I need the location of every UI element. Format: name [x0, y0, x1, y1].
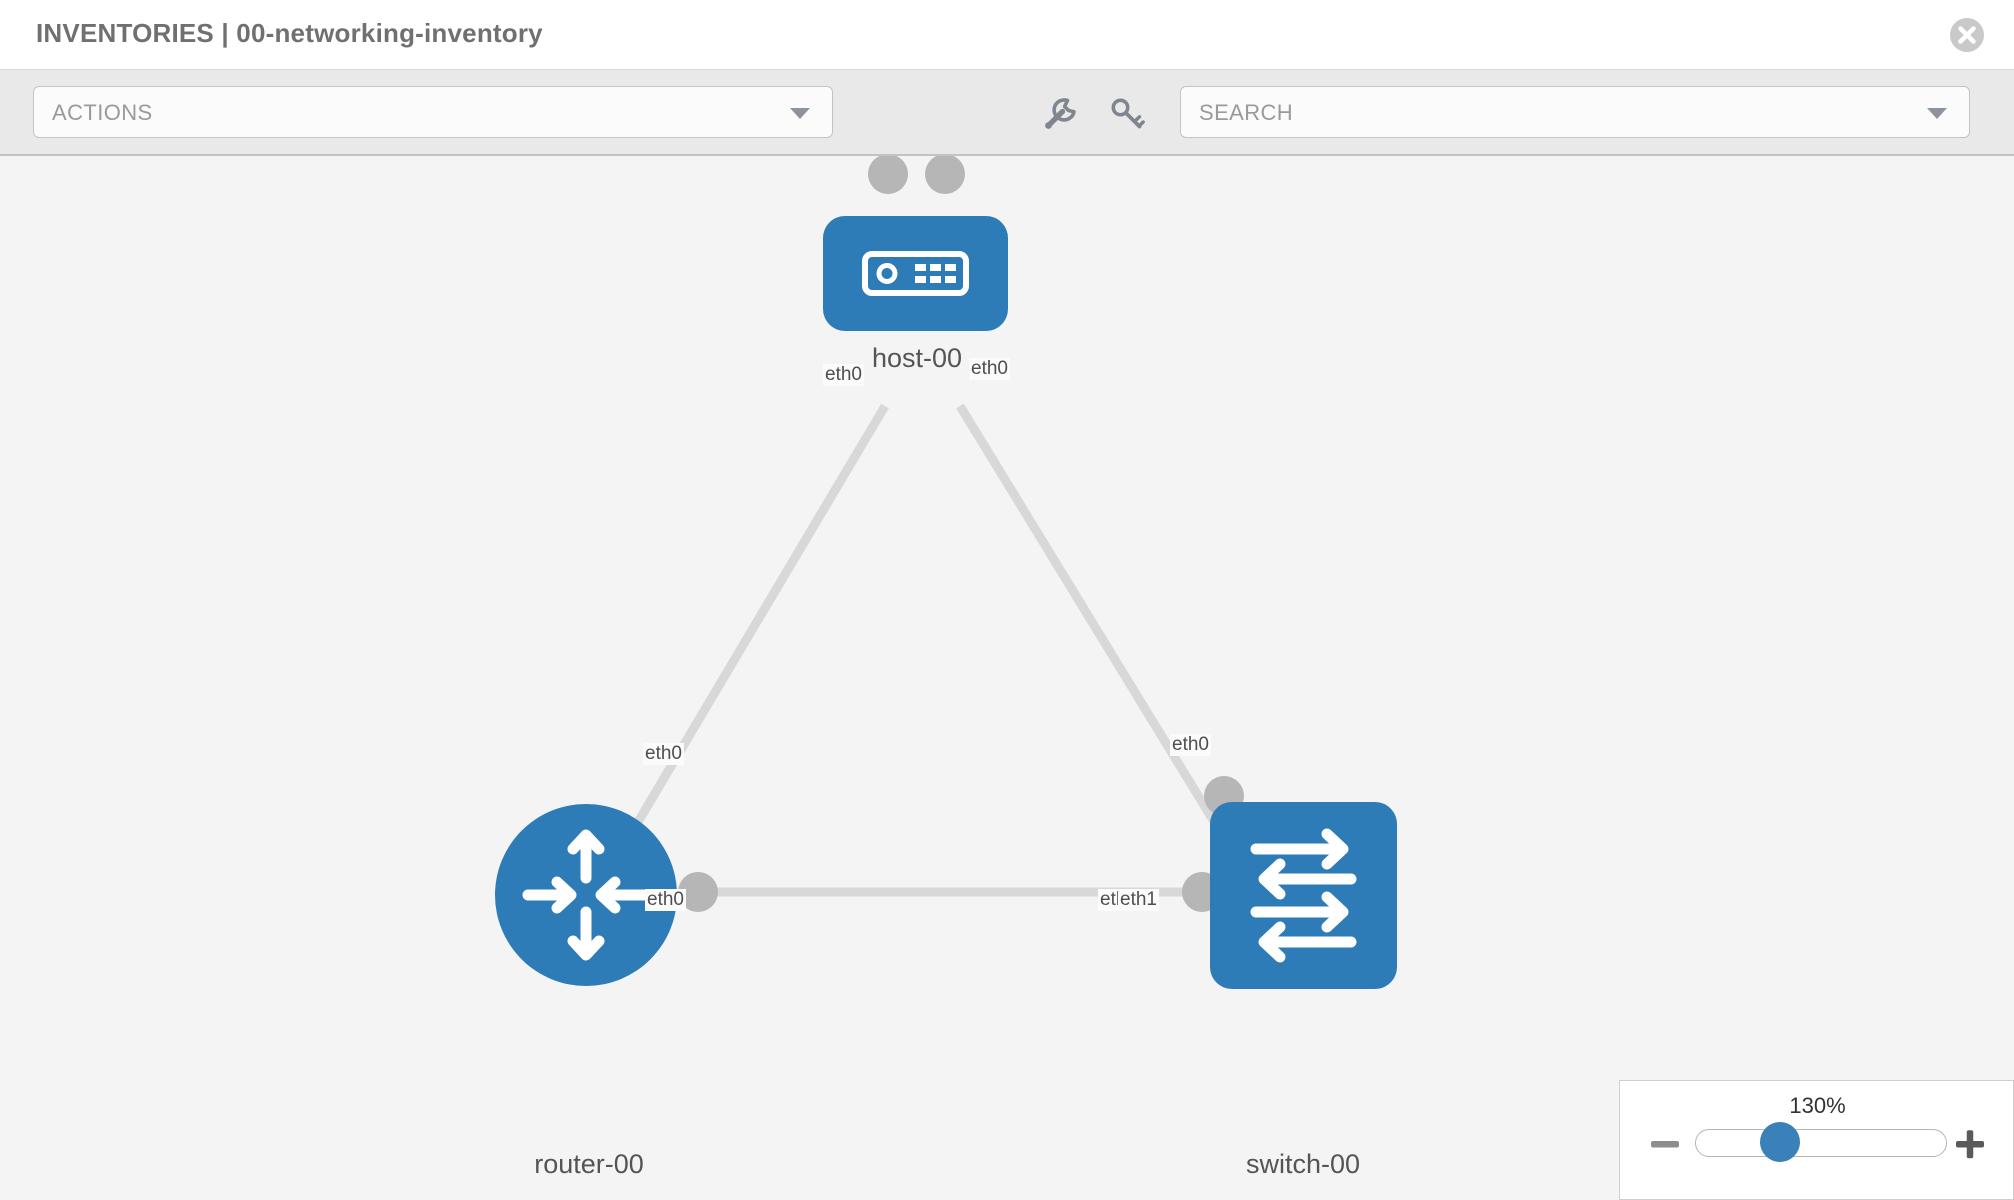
- page-title: INVENTORIES | 00-networking-inventory: [36, 18, 543, 48]
- router-arrows-icon: [522, 829, 650, 961]
- toolbar: ACTIONS SEARCH: [0, 70, 2014, 156]
- port-label-host-left: eth0: [823, 364, 864, 386]
- link-host-switch[interactable]: [956, 403, 1239, 859]
- node-label-switch-00: switch-00: [1242, 1149, 1364, 1180]
- wrench-icon[interactable]: [1040, 94, 1080, 134]
- zoom-control-panel: 130%: [1619, 1080, 2014, 1200]
- chevron-down-icon: [790, 108, 810, 119]
- zoom-level-value: 130%: [1789, 1093, 1846, 1118]
- page-header: INVENTORIES | 00-networking-inventory: [0, 0, 2014, 70]
- search-placeholder: SEARCH: [1199, 100, 1294, 125]
- minus-icon[interactable]: [1648, 1127, 1682, 1161]
- port-label-router-up: eth0: [643, 743, 684, 765]
- search-input[interactable]: SEARCH: [1180, 86, 1970, 138]
- port-label-switch-up: eth0: [1170, 734, 1211, 756]
- port-dot-host-left[interactable]: [868, 156, 908, 194]
- close-icon[interactable]: [1948, 16, 1986, 54]
- node-switch-00[interactable]: [1210, 802, 1397, 989]
- link-host-router[interactable]: [596, 403, 889, 889]
- key-icon[interactable]: [1107, 94, 1147, 134]
- zoom-slider-track[interactable]: [1695, 1129, 1947, 1157]
- node-host-00[interactable]: [823, 216, 1008, 331]
- node-label-host-00: host-00: [868, 343, 966, 374]
- server-icon: [862, 251, 969, 296]
- port-label-router-right: eth0: [645, 889, 686, 911]
- actions-dropdown-label: ACTIONS: [52, 100, 153, 125]
- topology-canvas[interactable]: host-00 eth0 eth0 router-00 eth0 eth0: [0, 156, 2014, 1200]
- plus-icon[interactable]: [1953, 1127, 1987, 1161]
- port-dot-host-right[interactable]: [925, 156, 965, 194]
- actions-dropdown[interactable]: ACTIONS: [33, 86, 833, 138]
- switch-arrows-icon: [1250, 828, 1357, 963]
- port-label-switch-left: eth1: [1118, 889, 1159, 911]
- node-label-router-00: router-00: [531, 1149, 647, 1180]
- port-label-host-right: eth0: [969, 358, 1010, 380]
- chevron-down-icon: [1927, 108, 1947, 119]
- zoom-slider-thumb[interactable]: [1760, 1122, 1800, 1162]
